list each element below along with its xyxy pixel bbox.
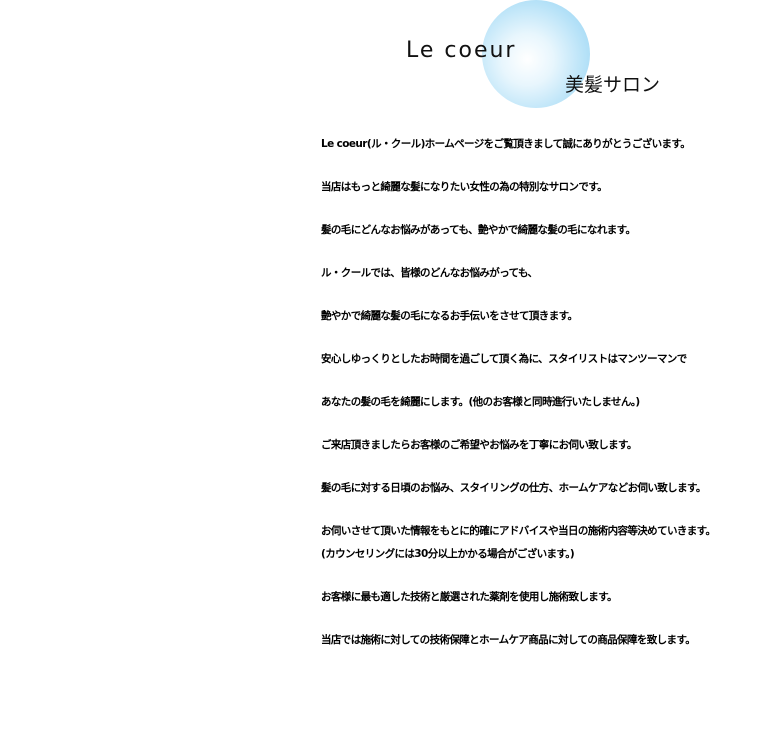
paragraph-line: ル・クールでは、皆様のどんなお悩みがっても、 [321, 267, 538, 279]
paragraph-line: 当店はもっと綺麗な髪になりたい女性の為の特別なサロンです。 [321, 181, 608, 193]
site-header: Le coeur 美髪サロン [0, 0, 780, 110]
paragraph-line: ご来店頂きましたらお客様のご希望やお悩みを丁寧にお伺い致します。 [321, 439, 637, 451]
paragraph-line: 艶やかで綺麗な髪の毛になるお手伝いをさせて頂きます。 [321, 310, 578, 322]
paragraph-line: 当店では施術に対しての技術保障とホームケア商品に対しての商品保障を致します。 [321, 634, 696, 646]
paragraph-line: お伺いさせて頂いた情報をもとに的確にアドバイスや当日の施術内容等決めていきます。 [321, 525, 716, 537]
paragraph-line: 髪の毛に対する日頃のお悩み、スタイリングの仕方、ホームケアなどお伺い致します。 [321, 482, 706, 494]
paragraph-line: お客様に最も適した技術と厳選された薬剤を使用し施術致します。 [321, 591, 618, 603]
intro-text: Le coeur(ル・クール)ホームページをご覧頂きまして誠にありがとうございま… [321, 136, 780, 648]
paragraph-line: (カウンセリングには30分以上かかる場合がございます。) [321, 548, 575, 560]
paragraph-line: Le coeur(ル・クール)ホームページをご覧頂きまして誠にありがとうございま… [321, 138, 691, 150]
paragraph-line: 髪の毛にどんなお悩みがあっても、艶やかで綺麗な髪の毛になれます。 [321, 224, 636, 236]
paragraph-line: 安心しゆっくりとしたお時間を過ごして頂く為に、スタイリストはマンツーマンで [321, 353, 687, 365]
logo-title: Le coeur [406, 38, 517, 63]
logo-subtitle: 美髪サロン [565, 74, 661, 96]
logo-bubble-graphic [482, 0, 590, 108]
paragraph-line: あなたの髪の毛を綺麗にします。(他のお客様と同時進行いたしません。) [321, 396, 640, 408]
